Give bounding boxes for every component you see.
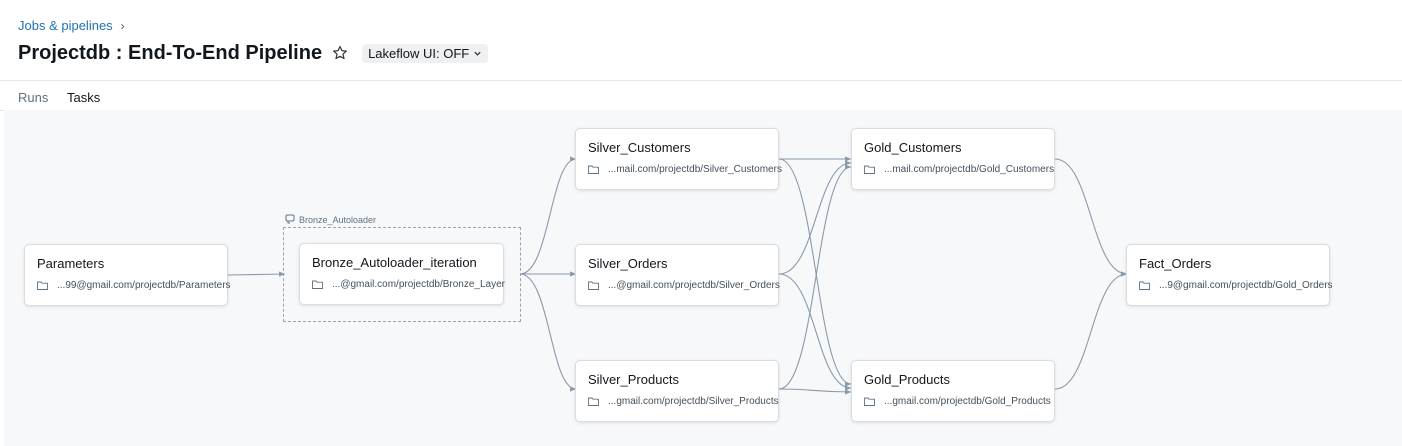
folder-icon — [588, 397, 599, 406]
for-each-group — [283, 227, 521, 322]
task-notebook-path: ...mail.com/projectdb/Gold_Customers — [884, 164, 1055, 175]
star-icon[interactable] — [332, 45, 348, 61]
task-node-silver-orders[interactable]: Silver_Orders ...@gmail.com/projectdb/Si… — [575, 244, 780, 306]
task-name: Silver_Orders — [588, 256, 668, 271]
for-each-group-label: Bronze_Autoloader — [285, 214, 376, 226]
task-node-silver-customers[interactable]: Silver_Customers ...mail.com/projectdb/S… — [575, 128, 782, 190]
task-name: Gold_Customers — [864, 140, 962, 155]
breadcrumb-jobs-link[interactable]: Jobs & pipelines — [18, 18, 113, 33]
folder-icon — [312, 280, 323, 289]
task-notebook-path: ...99@gmail.com/projectdb/Parameters — [57, 280, 231, 291]
edge-gc-fact — [1054, 158, 1128, 277]
folder-icon — [864, 165, 875, 174]
edge-so-gc — [778, 160, 852, 275]
task-notebook-path: ...@gmail.com/projectdb/Silver_Orders — [608, 280, 780, 291]
edge-sp-gp — [778, 388, 852, 395]
folder-icon — [588, 165, 599, 174]
task-graph-canvas: Bronze_Autoloader Parameters ...99@gmail… — [4, 110, 1402, 446]
page-title: Projectdb : End-To-End Pipeline — [18, 41, 323, 64]
breadcrumb: Jobs & pipelines › — [18, 18, 125, 33]
folder-icon — [864, 397, 875, 406]
dependency-edges — [227, 156, 1128, 395]
tab-bar: Runs Tasks — [0, 80, 1402, 112]
task-node-gold-products[interactable]: Gold_Products ...gmail.com/projectdb/Gol… — [851, 360, 1055, 422]
tab-runs[interactable]: Runs — [18, 90, 49, 105]
task-notebook-path: ...gmail.com/projectdb/Gold_Products — [884, 396, 1051, 407]
task-node-gold-customers[interactable]: Gold_Customers ...mail.com/projectdb/Gol… — [851, 128, 1055, 190]
task-name: Fact_Orders — [1139, 256, 1212, 271]
task-name: Bronze_Autoloader_iteration — [312, 255, 477, 270]
task-notebook-path: ...9@gmail.com/projectdb/Gold_Orders — [1159, 280, 1333, 291]
edge-bronze-silver-products — [519, 273, 577, 392]
task-name: Silver_Products — [588, 372, 680, 387]
task-node-silver-products[interactable]: Silver_Products ...gmail.com/projectdb/S… — [575, 360, 779, 422]
edge-so-gp — [778, 273, 852, 391]
task-notebook-path: ...@gmail.com/projectdb/Bronze_Layer — [332, 279, 506, 290]
lakeflow-ui-toggle[interactable]: Lakeflow UI: OFF — [362, 43, 489, 63]
group-label-text: Bronze_Autoloader — [299, 215, 377, 225]
folder-icon — [588, 281, 599, 290]
task-node-bronze-autoloader-iteration[interactable]: Bronze_Autoloader_iteration ...@gmail.co… — [299, 243, 506, 305]
task-node-fact-orders[interactable]: Fact_Orders ...9@gmail.com/projectdb/Gol… — [1126, 244, 1333, 306]
chevron-down-icon — [473, 46, 482, 61]
edge-parameters-bronze — [227, 271, 286, 277]
title-row: Projectdb : End-To-End Pipeline Lakeflow… — [18, 40, 489, 66]
task-name: Parameters — [37, 256, 105, 271]
task-name: Gold_Products — [864, 372, 950, 387]
edge-gp-fact — [1054, 271, 1128, 390]
edge-sc-gp — [778, 158, 852, 387]
breadcrumb-separator: › — [120, 18, 125, 33]
edge-sp-gc — [778, 164, 852, 390]
task-notebook-path: ...mail.com/projectdb/Silver_Customers — [608, 164, 782, 175]
loop-icon — [285, 214, 295, 226]
lakeflow-ui-label: Lakeflow UI: OFF — [368, 45, 470, 61]
tab-tasks[interactable]: Tasks — [67, 90, 101, 112]
task-node-parameters[interactable]: Parameters ...99@gmail.com/projectdb/Par… — [24, 244, 231, 306]
edge-bronze-silver-customers — [519, 156, 577, 275]
task-name: Silver_Customers — [588, 140, 691, 155]
folder-icon — [37, 281, 48, 290]
folder-icon — [1139, 281, 1150, 290]
task-notebook-path: ...gmail.com/projectdb/Silver_Products — [608, 396, 779, 407]
